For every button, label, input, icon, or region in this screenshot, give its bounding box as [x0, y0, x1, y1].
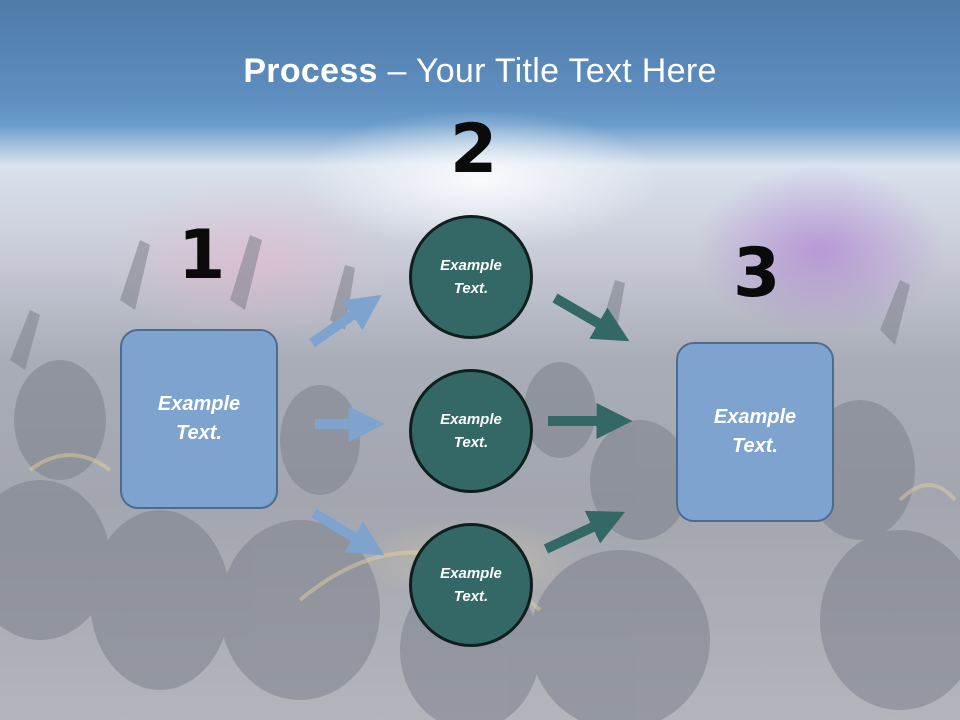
step-2-circle-middle: Example Text. [409, 369, 533, 493]
step-3-text-line2: Text. [732, 435, 778, 457]
arrow-1-to-bottom [311, 508, 385, 556]
circle-bottom-text-line2: Text. [453, 588, 489, 605]
step-1-text-line2: Text. [176, 422, 222, 444]
arrow-bottom-to-3 [543, 510, 626, 554]
arrow-top-to-3 [552, 293, 630, 342]
step-1-box: Example Text. [120, 329, 278, 509]
circle-top-text-line1: Example [440, 257, 502, 274]
step-number-1: 1 [178, 216, 226, 295]
circle-middle-text-line1: Example [440, 411, 502, 428]
circle-middle-text-line2: Text. [453, 434, 489, 451]
circle-top-text-line2: Text. [453, 280, 489, 297]
step-number-2: 2 [450, 110, 498, 189]
circle-bottom-text-line1: Example [440, 565, 502, 582]
step-2-circle-bottom: Example Text. [409, 523, 533, 647]
step-3-text-line1: Example [713, 406, 797, 428]
step-3-text: Example Text. [714, 403, 796, 461]
title-rest: – Your Title Text Here [377, 52, 717, 90]
step-1-text-line1: Example [157, 393, 241, 415]
step-number-3: 3 [733, 234, 781, 313]
step-1-text: Example Text. [158, 390, 240, 448]
step-2-circle-top: Example Text. [409, 215, 533, 339]
title-bold: Process [243, 52, 378, 90]
step-3-box: Example Text. [676, 342, 834, 522]
arrow-1-to-top [309, 294, 382, 348]
page-title: Process – Your Title Text Here [0, 52, 960, 91]
